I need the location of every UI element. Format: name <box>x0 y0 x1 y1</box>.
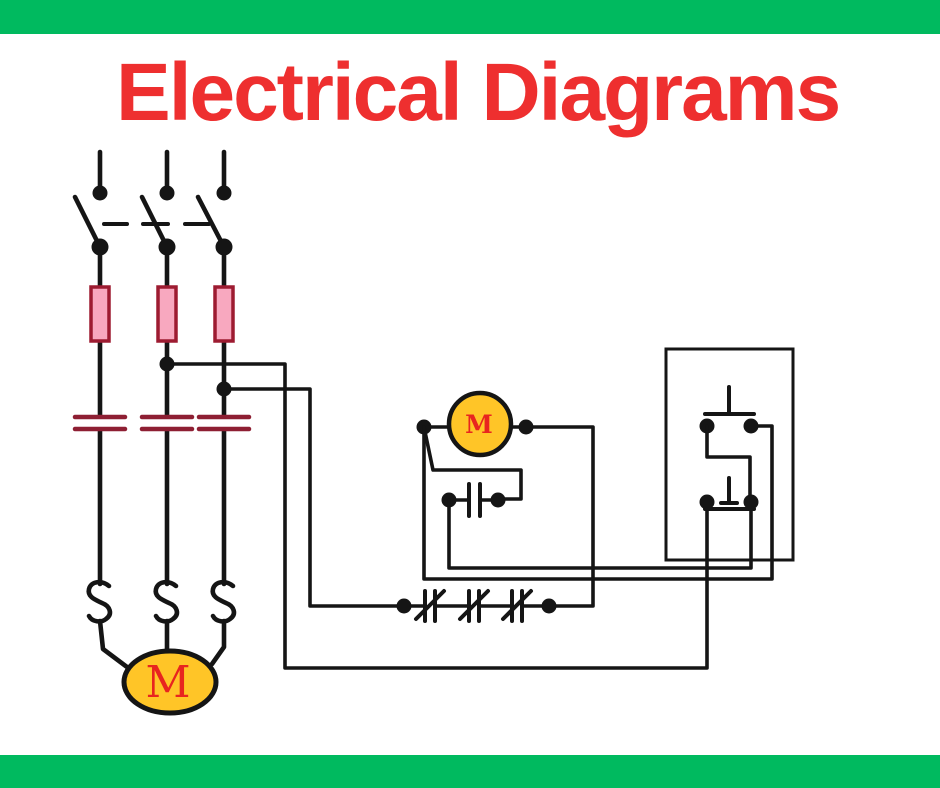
motor-label: M <box>145 657 190 708</box>
fuse-icon <box>89 285 235 343</box>
contactor-coil: M <box>416 390 595 608</box>
control-circuit: M <box>396 347 795 623</box>
page-title: Electrical Diagrams <box>116 47 841 138</box>
contactor-main-contacts-icon <box>72 414 252 432</box>
disconnect-switch-icon <box>72 185 233 256</box>
bottom-banner <box>0 755 940 788</box>
motor: M <box>121 648 219 716</box>
stop-button <box>699 385 759 504</box>
coil-label: M <box>465 410 493 439</box>
overload-heater-icon <box>86 579 237 670</box>
pushbutton-enclosure <box>664 347 795 562</box>
coil-to-stop-wire <box>422 424 774 581</box>
control-supply-wires <box>159 356 709 670</box>
overload-trip-contacts <box>396 589 557 623</box>
start-button <box>699 476 759 511</box>
holding-contact <box>422 425 753 570</box>
three-phase-supply: M <box>72 149 709 716</box>
top-banner <box>0 0 940 34</box>
